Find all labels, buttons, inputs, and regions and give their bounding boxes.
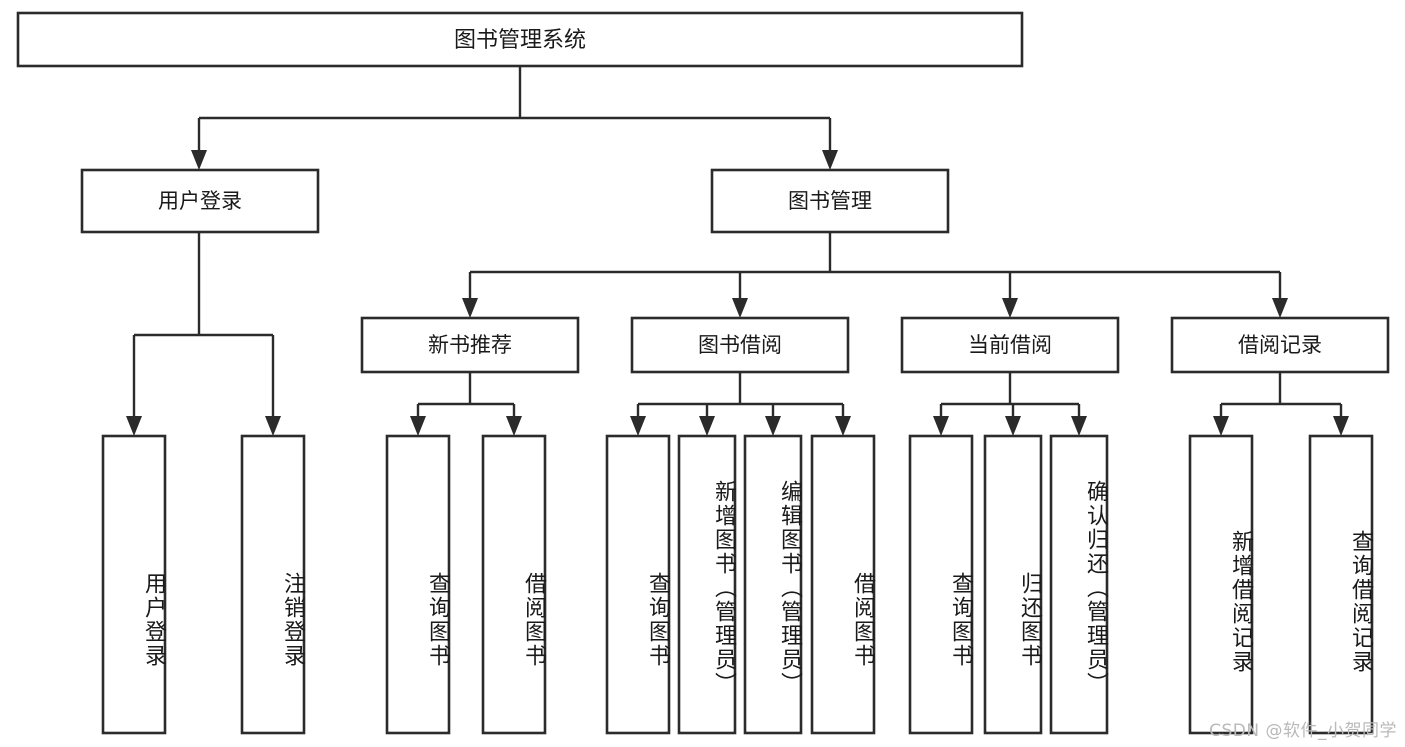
- arrow-br-to-leaf-query: [1333, 416, 1349, 436]
- node-borrow-record-box[interactable]: [1170, 316, 1390, 374]
- arrow-ul-to-leaf-logout: [265, 416, 281, 436]
- node-borrow-record-label: 借阅记录: [1238, 333, 1322, 357]
- node-leaf-edit-book-box[interactable]: [743, 434, 803, 735]
- arrow-nb-to-leaf-query: [410, 416, 426, 436]
- arrow-br-to-leaf-add: [1213, 416, 1229, 436]
- node-new-book-recommend-label: 新书推荐: [428, 333, 512, 357]
- arrow-bm-to-new-book: [462, 298, 478, 318]
- arrow-bb-to-leaf-query: [630, 416, 646, 436]
- arrow-ul-to-leaf-user-login: [126, 416, 142, 436]
- node-leaf-logout-box[interactable]: [240, 434, 306, 735]
- arrow-nb-to-leaf-borrow: [506, 416, 522, 436]
- node-leaf-add-book-box[interactable]: [677, 434, 737, 735]
- arrow-bb-to-leaf-edit: [765, 416, 781, 436]
- node-book-management-label: 图书管理: [788, 189, 872, 213]
- arrow-cb-to-leaf-confirm: [1071, 416, 1087, 436]
- node-leaf-query-record-box[interactable]: [1308, 434, 1374, 735]
- node-user-login-box[interactable]: [80, 168, 320, 234]
- node-leaf-query-book-3-box[interactable]: [908, 434, 974, 735]
- node-leaf-borrow-book-2-box[interactable]: [810, 434, 876, 735]
- node-current-borrow-box[interactable]: [900, 316, 1120, 374]
- node-book-borrow-label: 图书借阅: [698, 333, 782, 357]
- node-layer: 图书管理系统 用户登录 图书管理 新书推荐 图书借阅 当前借阅 借阅记录: [16, 11, 1390, 735]
- csdn-watermark: CSDN @软件_小贺同学: [1209, 721, 1397, 741]
- arrow-cb-to-leaf-return: [1005, 416, 1021, 436]
- node-root-box[interactable]: [16, 11, 1024, 68]
- node-leaf-confirm-return-box[interactable]: [1049, 434, 1109, 735]
- arrow-root-to-book-management: [822, 150, 838, 170]
- arrow-bm-to-current-borrow: [1002, 298, 1018, 318]
- node-book-management-box[interactable]: [710, 168, 950, 234]
- node-root-label: 图书管理系统: [454, 28, 586, 53]
- arrow-bm-to-book-borrow: [732, 298, 748, 318]
- node-leaf-query-book-2-box[interactable]: [605, 434, 671, 735]
- connector-layer: [126, 66, 1349, 436]
- node-leaf-return-book-box[interactable]: [983, 434, 1043, 735]
- node-leaf-borrow-book-1-box[interactable]: [481, 434, 547, 735]
- arrow-bb-to-leaf-add: [699, 416, 715, 436]
- node-new-book-recommend-box[interactable]: [360, 316, 580, 374]
- arrow-bm-to-borrow-record: [1272, 298, 1288, 318]
- node-leaf-user-login-box[interactable]: [101, 434, 167, 735]
- node-current-borrow-label: 当前借阅: [968, 333, 1052, 357]
- node-user-login-label: 用户登录: [158, 189, 242, 213]
- node-leaf-add-record-box[interactable]: [1188, 434, 1254, 735]
- node-book-borrow-box[interactable]: [630, 316, 850, 374]
- arrow-root-to-user-login: [191, 150, 207, 170]
- arrow-cb-to-leaf-query: [933, 416, 949, 436]
- arrow-bb-to-leaf-borrow: [835, 416, 851, 436]
- node-leaf-query-book-1-box[interactable]: [385, 434, 451, 735]
